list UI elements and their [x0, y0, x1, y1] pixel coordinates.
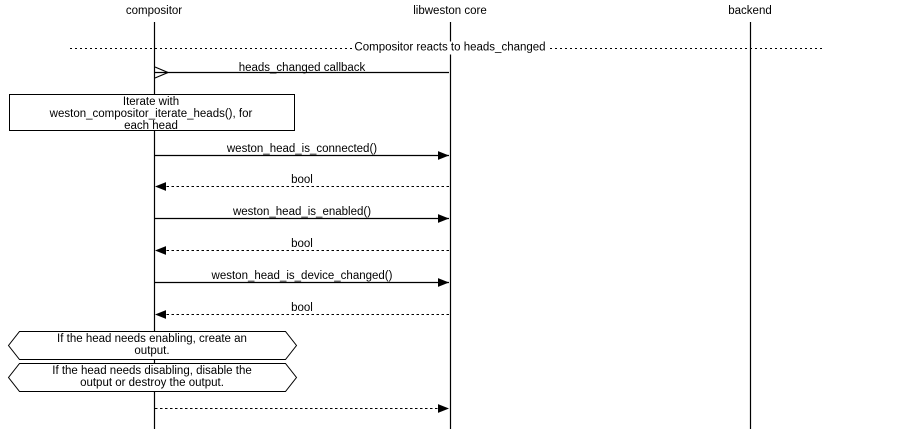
message-label-weston-head-is-connected: weston_head_is_connected(): [226, 143, 378, 155]
condition-shape-condition-enable-output: [7, 331, 298, 360]
condition-text-condition-disable-output: If the head needs disabling, disable the…: [52, 365, 252, 389]
actor-label-compositor: compositor: [125, 5, 183, 17]
message-label-weston-head-is-device-changed: weston_head_is_device_changed(): [211, 270, 393, 282]
condition-shape-condition-disable-output: [7, 363, 298, 392]
message-label-bool-connected: bool: [291, 174, 313, 186]
note-text-iterate-heads-note: Iterate with weston_compositor_iterate_h…: [49, 96, 253, 132]
separator-label: Compositor reacts to heads_changed: [352, 41, 548, 55]
message-label-heads-changed-callback: heads_changed callback: [238, 62, 366, 74]
message-label-bool-device-changed: bool: [291, 302, 313, 314]
message-label-weston-head-is-enabled: weston_head_is_enabled(): [232, 206, 372, 218]
condition-text-condition-enable-output: If the head needs enabling, create an ou…: [57, 333, 247, 357]
message-label-bool-enabled: bool: [291, 238, 313, 250]
actor-label-backend: backend: [728, 5, 772, 17]
actor-label-libweston-core: libweston core: [413, 5, 487, 17]
note-box-iterate-heads-note: [9, 94, 295, 131]
